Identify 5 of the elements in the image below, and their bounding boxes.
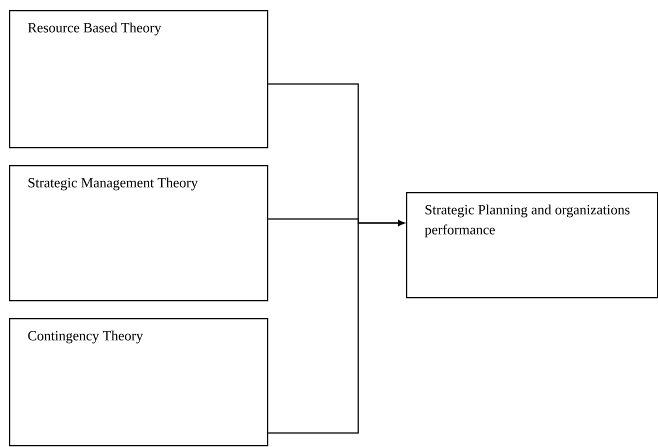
text-box: Strategic Management Theory <box>9 165 268 302</box>
text-box: Contingency Theory <box>9 318 268 446</box>
text-box: Resource Based Theory <box>9 10 268 148</box>
text-box: Strategic Planning and organizations performance <box>406 192 658 298</box>
connector-arrow <box>268 220 404 434</box>
